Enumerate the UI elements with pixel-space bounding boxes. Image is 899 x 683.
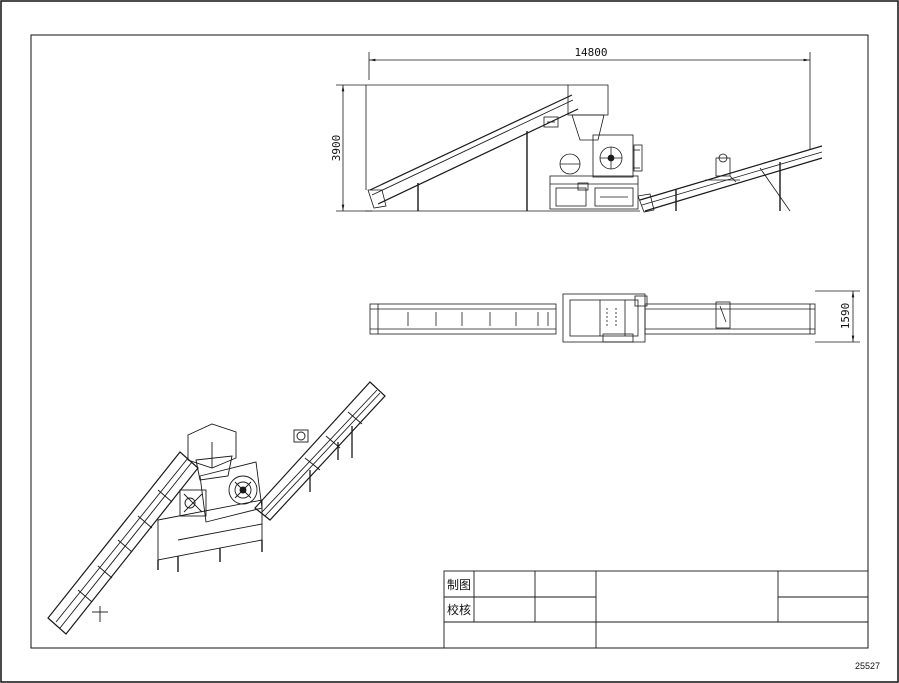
isometric-view (47, 381, 386, 635)
dimension-width: 1590 (839, 303, 852, 330)
dimension-overall-length: 14800 (574, 46, 607, 59)
side-elevation-view (336, 52, 823, 213)
label-drawn-by: 制图 (447, 578, 471, 592)
title-block (443, 570, 869, 649)
dimension-height: 3900 (330, 135, 343, 162)
plan-view (369, 290, 860, 343)
inner-frame (30, 34, 869, 649)
label-checked-by: 校核 (447, 602, 471, 617)
sheet-code: 25527 (855, 661, 880, 671)
